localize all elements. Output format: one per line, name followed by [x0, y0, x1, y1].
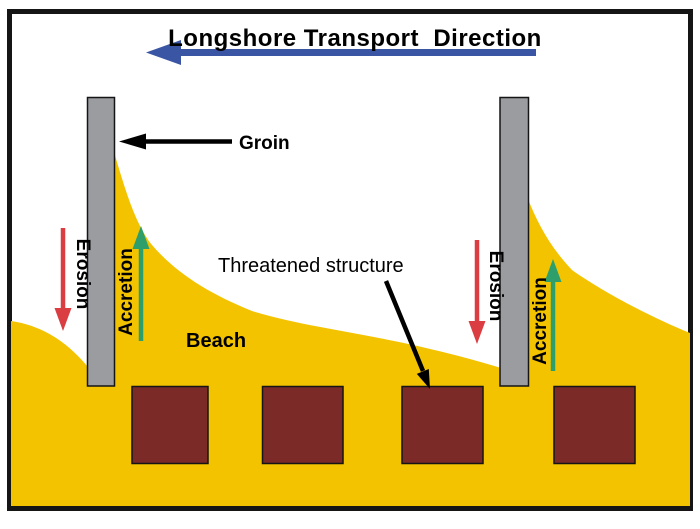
groin-arrow-head [119, 133, 146, 150]
accretion-label-left: Accretion [116, 248, 137, 336]
diagram-title: Longshore Transport Direction [168, 25, 542, 52]
structure-4 [553, 385, 636, 465]
groin-label: Groin [239, 133, 290, 154]
erosion-label-left: Erosion [72, 239, 93, 310]
threatened-structure-label: Threatened structure [218, 255, 404, 277]
threatened-arrow-shaft [383, 280, 426, 372]
groin-right [499, 96, 530, 387]
erosion-label-right: Erosion [485, 251, 506, 322]
transport-direction-arrow [146, 40, 536, 65]
threatened-arrow-head [416, 369, 430, 389]
structure-2 [261, 385, 344, 465]
accretion-label-right: Accretion [530, 277, 551, 365]
erosion-arrow-left [54, 228, 72, 331]
erosion-arrow-right [468, 240, 486, 344]
threatened-pointer-arrow [383, 280, 430, 389]
structure-1 [131, 385, 209, 465]
beach-label: Beach [186, 330, 246, 352]
transport-arrow-head [146, 40, 181, 65]
erosion-arrow-left-head [54, 308, 72, 331]
accretion-arrow-right [544, 259, 562, 371]
accretion-arrow-left-head [132, 226, 150, 249]
accretion-arrow-left [132, 226, 150, 341]
erosion-arrow-right-head [468, 321, 486, 344]
groin-left [86, 96, 116, 387]
groin-pointer-arrow [119, 133, 232, 150]
structure-3-threatened [401, 385, 484, 465]
accretion-arrow-right-head [544, 259, 562, 282]
